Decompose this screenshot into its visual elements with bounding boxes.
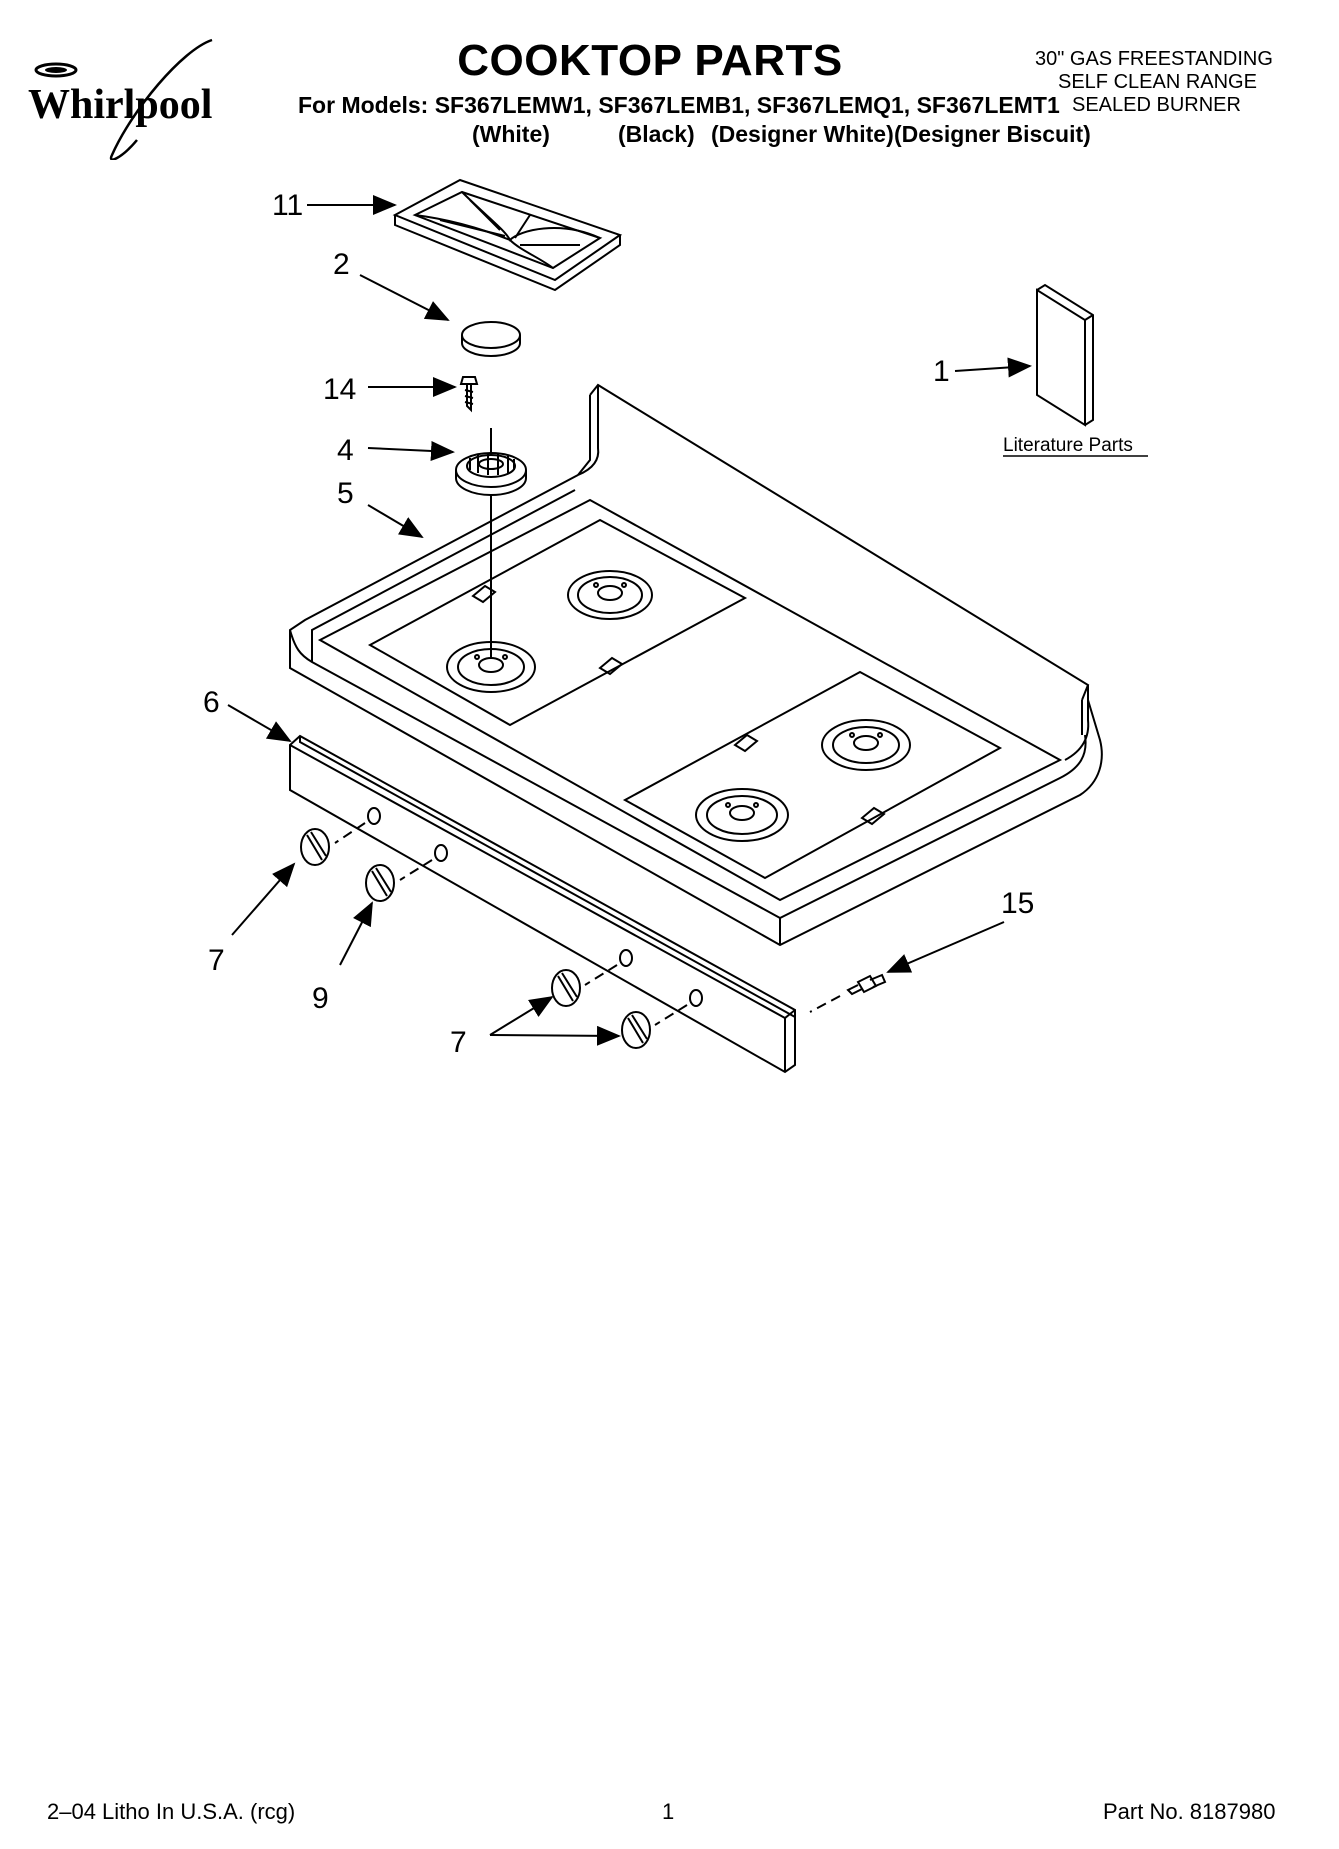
- litho-info: 2–04 Litho In U.S.A. (rcg): [47, 1799, 296, 1824]
- callout-15: 15: [1001, 887, 1034, 920]
- page-number: 1: [662, 1799, 675, 1824]
- control-knobs: [300, 828, 651, 1049]
- burner-head: [455, 428, 527, 496]
- color-designer-biscuit-label: (Designer Biscuit): [894, 121, 1091, 147]
- literature-parts: [1036, 283, 1094, 427]
- page-title: COOKTOP PARTS: [457, 36, 843, 85]
- manifold-panel: [289, 734, 796, 1074]
- callout-5: 5: [337, 477, 354, 510]
- burner-grate: [392, 178, 623, 292]
- range-type-line-1: 30" GAS FREESTANDING: [1035, 48, 1273, 70]
- cooktop-main: [289, 383, 1103, 947]
- callout-6: 6: [203, 686, 220, 719]
- color-white-label: (White): [472, 121, 550, 147]
- manifold-screw: [809, 973, 887, 1013]
- callout-1: 1: [933, 355, 950, 388]
- callout-9: 9: [312, 982, 329, 1015]
- callout-4: 4: [337, 434, 354, 467]
- callout-11: 11: [272, 189, 303, 222]
- callout-7-bottom: 7: [450, 1026, 467, 1059]
- color-designer-white-label: (Designer White): [711, 121, 894, 147]
- literature-parts-label: Literature Parts: [1003, 435, 1133, 456]
- whirlpool-logo: Whirlpool: [28, 38, 213, 160]
- part-number: Part No. 8187980: [1103, 1799, 1276, 1824]
- models-line: For Models: SF367LEMW1, SF367LEMB1, SF36…: [298, 92, 1060, 118]
- burner-cap: [461, 321, 521, 357]
- color-black-label: (Black): [618, 121, 695, 147]
- callout-14: 14: [323, 373, 356, 406]
- brand-wordmark: Whirlpool: [28, 82, 212, 128]
- callout-7-left: 7: [208, 944, 225, 977]
- range-type-line-2: SELF CLEAN RANGE: [1058, 71, 1257, 93]
- callout-2: 2: [333, 248, 350, 281]
- range-type-line-3: SEALED BURNER: [1072, 94, 1241, 116]
- burner-screw: [459, 376, 479, 413]
